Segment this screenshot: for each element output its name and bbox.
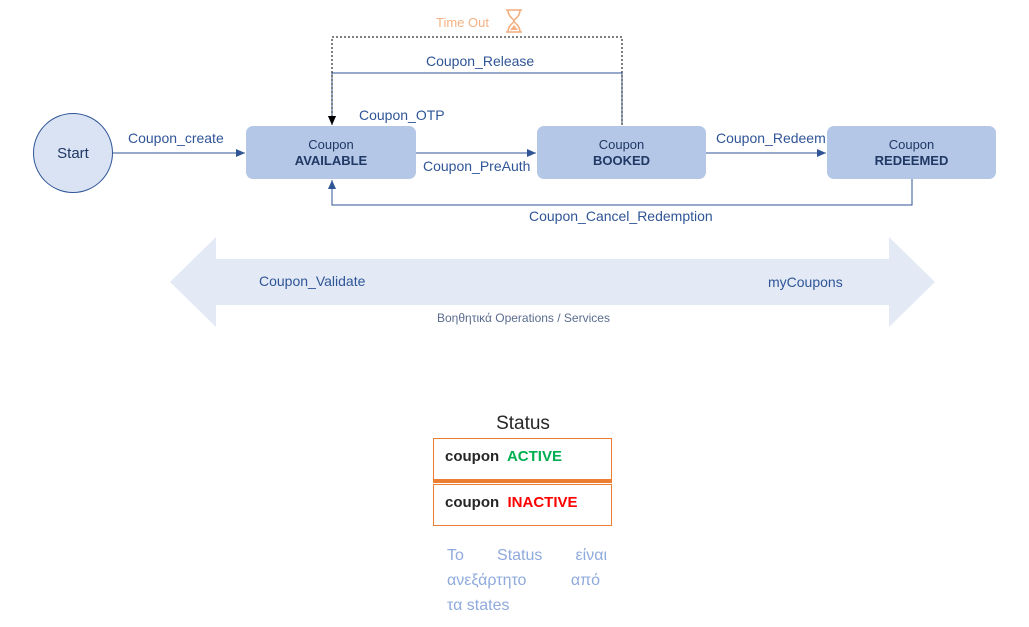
note-word: ανεξάρτητο [447, 572, 527, 589]
label-coupon-otp: Coupon_OTP [359, 107, 445, 123]
label-coupon-create: Coupon_create [128, 130, 224, 146]
status-row-active: coupon ACTIVE [433, 438, 612, 480]
label-coupon-cancel-redemption: Coupon_Cancel_Redemption [529, 208, 713, 224]
state-booked-line1: Coupon [598, 136, 645, 152]
state-redeemed: Coupon REDEEMED [827, 126, 996, 179]
note-word: τα states [447, 597, 510, 614]
state-booked: Coupon BOOKED [537, 126, 706, 179]
start-label: Start [57, 144, 89, 162]
status-row-active-state: ACTIVE [506, 448, 562, 465]
status-note: Το Status είναι ανεξάρτητο από τα states [447, 543, 607, 618]
edge-coupon-cancel-redemption [328, 179, 913, 206]
status-note-line-3: τα states [447, 593, 607, 618]
helper-right-label: myCoupons [768, 274, 843, 290]
status-note-line-2: ανεξάρτητο από [447, 568, 600, 593]
status-title: Status [496, 413, 550, 434]
status-row-inactive: coupon INACTIVE [433, 484, 612, 526]
helper-operations-arrow [170, 237, 935, 327]
note-word: Το [447, 547, 464, 564]
state-available-line1: Coupon [308, 136, 354, 152]
state-booked-name: BOOKED [592, 152, 651, 168]
note-word: Status [497, 547, 543, 564]
label-time-out: Time Out [436, 15, 489, 30]
state-available: Coupon AVAILABLE [246, 126, 416, 179]
state-redeemed-name: REDEEMED [874, 152, 949, 168]
hourglass-icon [506, 9, 522, 33]
edge-time-out [328, 36, 623, 125]
label-coupon-preauth: Coupon_PreAuth [423, 158, 531, 174]
helper-caption: Βοηθητικά Operations / Services [437, 311, 610, 325]
status-note-line-1: Το Status είναι [447, 543, 607, 568]
note-word: από [570, 572, 600, 589]
start-node: Start [33, 113, 113, 193]
status-divider [433, 480, 612, 483]
status-row-active-word: coupon [445, 448, 504, 465]
status-row-inactive-word: coupon [445, 494, 504, 511]
label-coupon-release: Coupon_Release [426, 53, 535, 69]
label-coupon-redeem: Coupon_Redeem [716, 130, 826, 146]
state-available-name: AVAILABLE [294, 152, 368, 168]
state-redeemed-line1: Coupon [888, 136, 935, 152]
note-word: είναι [575, 547, 608, 564]
helper-left-label: Coupon_Validate [259, 273, 366, 289]
status-row-inactive-state: INACTIVE [507, 494, 578, 511]
